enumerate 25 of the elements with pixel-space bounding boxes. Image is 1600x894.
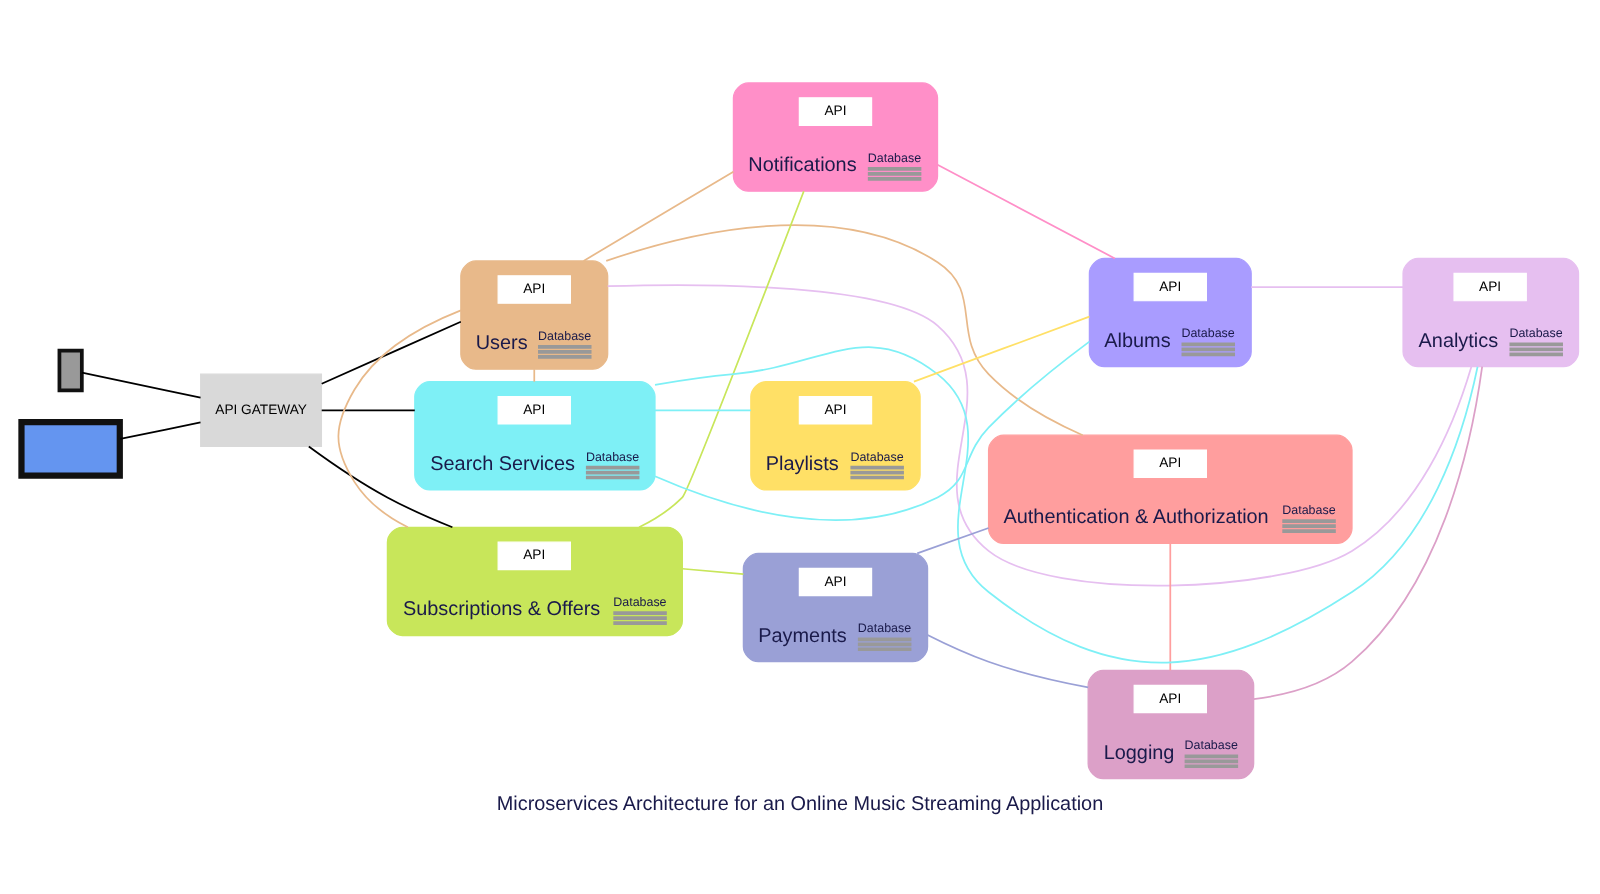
connector [1250, 286, 1404, 288]
connector [654, 340, 1091, 521]
connector [681, 567, 745, 575]
connector [81, 371, 202, 399]
connector [119, 421, 202, 440]
connector [913, 315, 1091, 383]
connector [936, 163, 1116, 260]
connector [916, 527, 990, 555]
connector [320, 409, 416, 412]
connector [1169, 542, 1172, 672]
node-box [18, 419, 123, 479]
connector [307, 445, 454, 529]
connector [337, 309, 462, 529]
connector [582, 170, 735, 262]
connector [638, 190, 805, 529]
connector [606, 284, 1473, 587]
caption: Microservices Architecture for an Online Music Streaming Application [496, 793, 1104, 816]
connector [605, 224, 1084, 437]
connector [1252, 365, 1484, 700]
node-box [57, 348, 84, 393]
connector [654, 409, 752, 412]
connector [320, 320, 462, 385]
connector [654, 346, 1479, 664]
connector [926, 634, 1089, 689]
connector [533, 368, 536, 383]
